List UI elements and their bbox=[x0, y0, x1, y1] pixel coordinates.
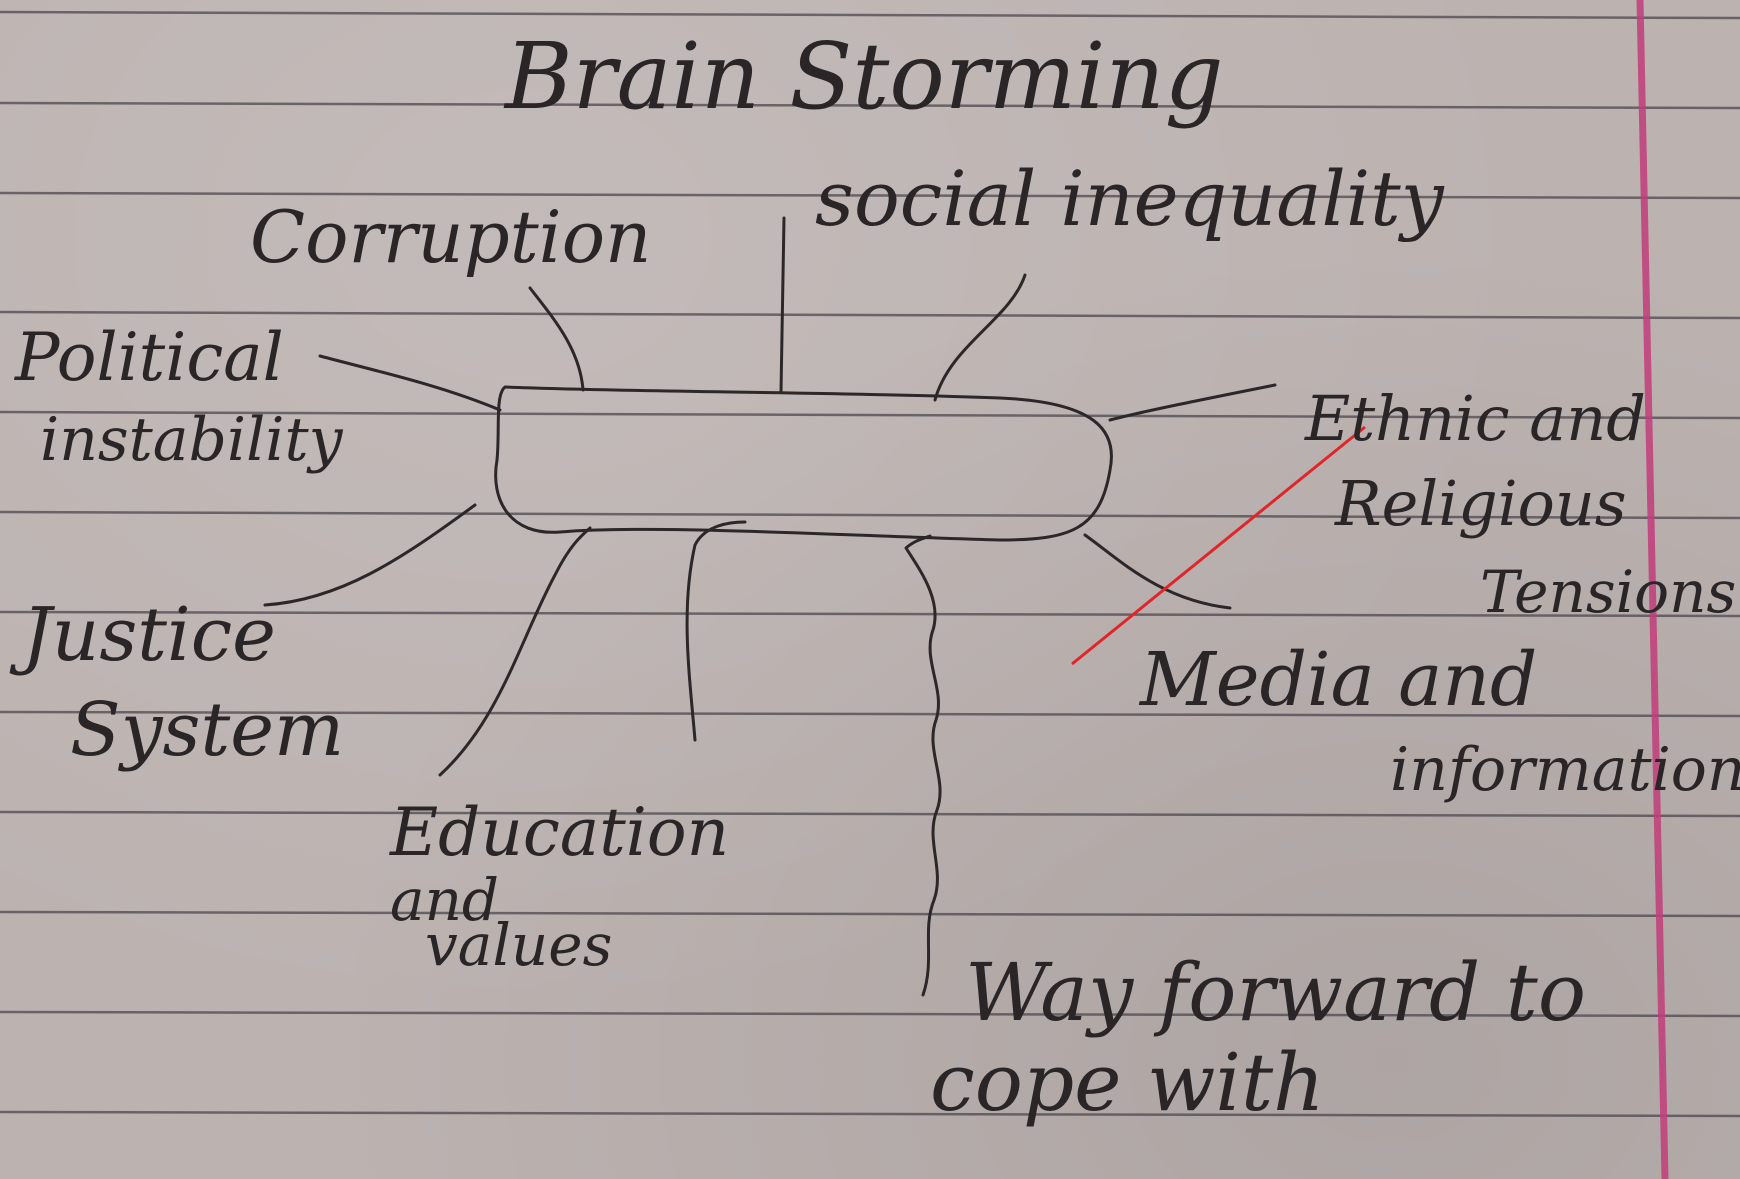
central-node bbox=[496, 387, 1112, 540]
branch-label-media-line1: Media and bbox=[1138, 637, 1537, 723]
branch-label-media-line2: information bbox=[1390, 735, 1740, 805]
branch-label-social-inequality: social inequality bbox=[815, 154, 1445, 243]
diagram-title: Brain Storming bbox=[503, 23, 1224, 130]
branch-label-ethnic-line3: Tensions bbox=[1480, 558, 1736, 626]
connector-ethnic bbox=[1110, 385, 1275, 420]
branch-label-political-line1: Political bbox=[14, 319, 284, 396]
connector-center-bottom bbox=[687, 522, 745, 740]
branch-label-ethnic-line1: Ethnic and bbox=[1304, 382, 1646, 455]
connector-justice bbox=[265, 505, 475, 605]
connector-education bbox=[440, 528, 590, 775]
connector-corruption bbox=[530, 288, 583, 390]
branch-label-justice-line2: System bbox=[70, 687, 344, 773]
connector-social-inequality bbox=[935, 275, 1025, 400]
connector-media bbox=[1085, 535, 1230, 608]
branch-label-ethnic-line2: Religious bbox=[1334, 467, 1627, 540]
connector-way-forward bbox=[906, 536, 940, 995]
red-annotation-stroke bbox=[1072, 427, 1365, 664]
connector-top-vertical bbox=[781, 218, 784, 392]
branch-label-way-forward-line2: cope with bbox=[930, 1036, 1325, 1129]
branch-label-education-line3: values bbox=[425, 911, 612, 979]
branch-label-education-line1: Education bbox=[389, 794, 729, 871]
connector-political bbox=[320, 356, 500, 410]
branch-label-justice-line1: Justice bbox=[9, 592, 276, 678]
branch-label-way-forward-line1: Way forward to bbox=[965, 946, 1586, 1039]
labels: Brain Storming Corruption social inequal… bbox=[9, 23, 1740, 1129]
branch-label-corruption: Corruption bbox=[250, 195, 651, 279]
branch-label-political-line2: instability bbox=[40, 405, 344, 475]
